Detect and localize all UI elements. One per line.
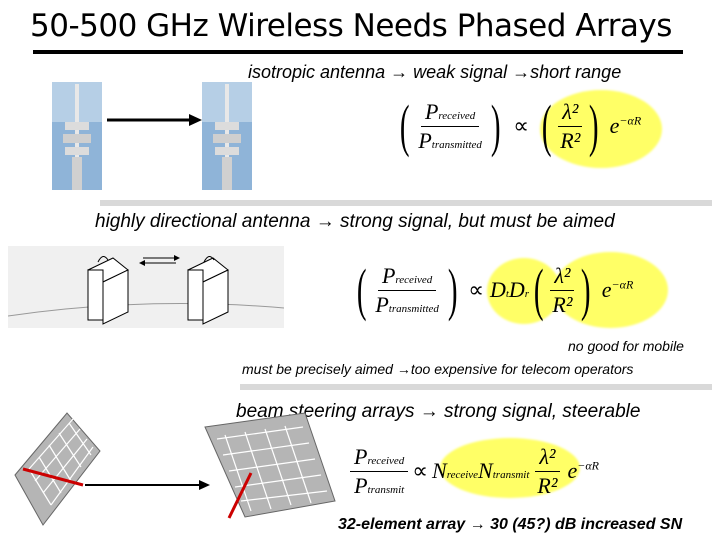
section-divider [240,384,712,390]
signal-arrow [105,112,203,128]
section-divider [100,200,712,206]
note-expensive: must be precisely aimed →too expensive f… [242,361,633,377]
directional-antennas-image [8,246,284,328]
note-mobile: no good for mobile [568,338,684,354]
friis-formula-isotropic: ( Preceived Ptransmitted ) ∝ ( λ² R² ) e… [395,86,641,166]
friis-formula-directional: ( Preceived Ptransmitted ) ∝ DtDr ( λ² R… [352,250,633,330]
directional-caption: highly directional antenna → strong sign… [95,211,615,233]
slide-title: 50-500 GHz Wireless Needs Phased Arrays [30,8,672,44]
tower-image-left [52,82,102,190]
tower-image-right [202,82,252,190]
friis-formula-array: Preceived Ptransmit ∝ NreceiveNtransmit … [350,436,599,506]
isotropic-caption: isotropic antenna → weak signal →short r… [248,62,621,83]
phased-arrays-image [5,405,340,535]
title-underline [33,50,683,54]
array-gain-footer: 32-element array → 30 (45?) dB increased… [338,516,682,534]
